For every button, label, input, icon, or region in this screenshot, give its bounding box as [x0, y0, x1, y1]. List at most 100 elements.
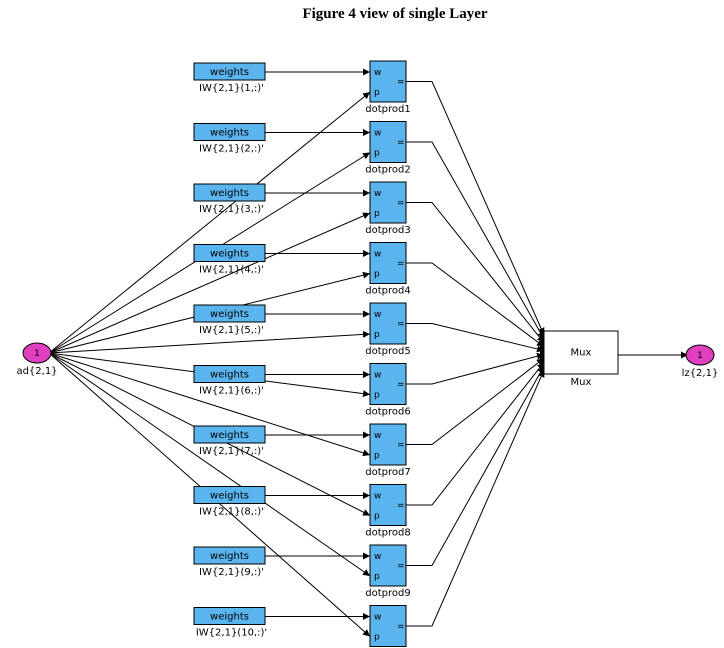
weights-box	[193, 607, 266, 625]
dotprod-block-9: wp=dotprod9	[365, 544, 411, 599]
wire-dotprod-6	[406, 352, 545, 385]
figure-title: Figure 4 view of single Layer	[302, 6, 488, 22]
output-port-label: =	[397, 380, 405, 390]
w-port-label: w	[374, 371, 381, 381]
dotprod-label: dotprod9	[365, 588, 410, 599]
weights-text: weights	[210, 430, 249, 441]
input-port-oval	[22, 342, 52, 364]
p-port-label: p	[374, 572, 380, 582]
input-port-number: 1	[34, 349, 40, 359]
weights-box	[193, 62, 266, 81]
dotprod-block-5: wp=dotprod5	[365, 302, 411, 357]
output-port-oval	[685, 344, 715, 366]
p-port-label: p	[374, 209, 380, 219]
weights-label: IW{2,1}(7,:)'	[199, 446, 264, 457]
dotprod-block-7: wp=dotprod7	[365, 423, 411, 478]
mux-input-bar	[540, 333, 544, 372]
weights-box	[193, 365, 266, 383]
dotprod-label: dotprod5	[365, 346, 410, 357]
dotprod-box	[369, 121, 407, 163]
output-port-label: lz{2,1}	[682, 368, 719, 379]
dotprod-box	[369, 423, 407, 466]
dotprod-label: dotprod2	[365, 165, 410, 176]
wire-dotprod-10	[406, 369, 545, 627]
weights-box	[193, 546, 266, 565]
dotprod-block-6: wp=dotprod6	[365, 363, 411, 418]
wire-input-1	[48, 91, 371, 354]
weights-box	[193, 486, 266, 504]
dotprod-label: dotprod3	[365, 225, 410, 236]
p-port-label: p	[374, 270, 380, 280]
weights-text: weights	[210, 551, 249, 562]
wire-dotprod-7	[406, 357, 545, 445]
weights-label: IW{2,1}(1,:)'	[199, 83, 264, 94]
weights-text: weights	[210, 128, 249, 139]
weights-box	[193, 123, 266, 141]
w-port-label: w	[374, 189, 381, 199]
p-port-label: p	[374, 149, 380, 159]
weights-box	[193, 425, 266, 444]
weights-text: weights	[210, 249, 249, 260]
wire-input-7	[48, 352, 371, 457]
wire-dotprod-2	[406, 141, 545, 340]
weights-text: weights	[210, 491, 249, 502]
output-port-label: =	[397, 622, 405, 632]
weights-label: IW{2,1}(9,:)'	[199, 567, 264, 578]
p-port-label: p	[374, 633, 380, 643]
p-port-label: p	[374, 88, 380, 98]
dotprod-box	[369, 484, 407, 526]
dotprod-label: dotprod1	[365, 104, 410, 115]
output-port-label: =	[397, 441, 405, 451]
wire-dotprod-5	[406, 323, 545, 353]
weights-box	[193, 183, 266, 202]
dotprod-block-10: wp=dotprod10	[369, 605, 407, 647]
weights-label: IW{2,1}(5,:)'	[199, 325, 264, 336]
dotprod-label: dotprod6	[365, 407, 410, 418]
dotprod-box	[369, 302, 407, 345]
w-port-label: w	[374, 431, 381, 441]
output-port-label: =	[397, 320, 405, 330]
dotprod-block-2: wp=dotprod2	[365, 121, 411, 176]
weights-box	[193, 244, 266, 262]
output-port-label: =	[397, 259, 405, 269]
dotprod-block-4: wp=dotprod4	[365, 242, 411, 297]
weights-label: IW{2,1}(2,:)'	[199, 144, 264, 155]
p-port-label: p	[374, 451, 380, 461]
dotprod-block-8: wp=dotprod8	[365, 484, 411, 539]
dotprod-block-3: wp=dotprod3	[365, 181, 411, 236]
weights-label: IW{2,1}(8,:)'	[199, 507, 264, 518]
mux-text: Mux	[571, 348, 592, 359]
output-port-label: =	[397, 562, 405, 572]
weights-box	[193, 304, 266, 323]
weights-text: weights	[210, 309, 249, 320]
blocks-layer: weightsIW{2,1}(1,:)'wp=dotprod1weightsIW…	[16, 60, 719, 647]
weights-text: weights	[210, 370, 249, 381]
weights-text: weights	[210, 612, 249, 623]
dotprod-box	[369, 181, 407, 224]
dotprod-box	[369, 605, 407, 647]
wire-dotprod-1	[406, 81, 545, 336]
dotprod-box	[369, 544, 407, 587]
wire-dotprod-3	[406, 202, 545, 344]
wire-input-5	[48, 330, 371, 354]
weights-label: IW{2,1}(6,:)'	[199, 386, 264, 397]
wire-input-9	[48, 352, 371, 577]
weights-label: IW{2,1}(4,:)'	[199, 265, 264, 276]
w-port-label: w	[374, 310, 381, 320]
w-port-label: w	[374, 250, 381, 260]
input-port: 1ad{2,1}	[16, 342, 58, 377]
wire-input-3	[48, 212, 371, 354]
dotprod-label: dotprod8	[365, 528, 410, 539]
output-port-label: =	[397, 501, 405, 511]
